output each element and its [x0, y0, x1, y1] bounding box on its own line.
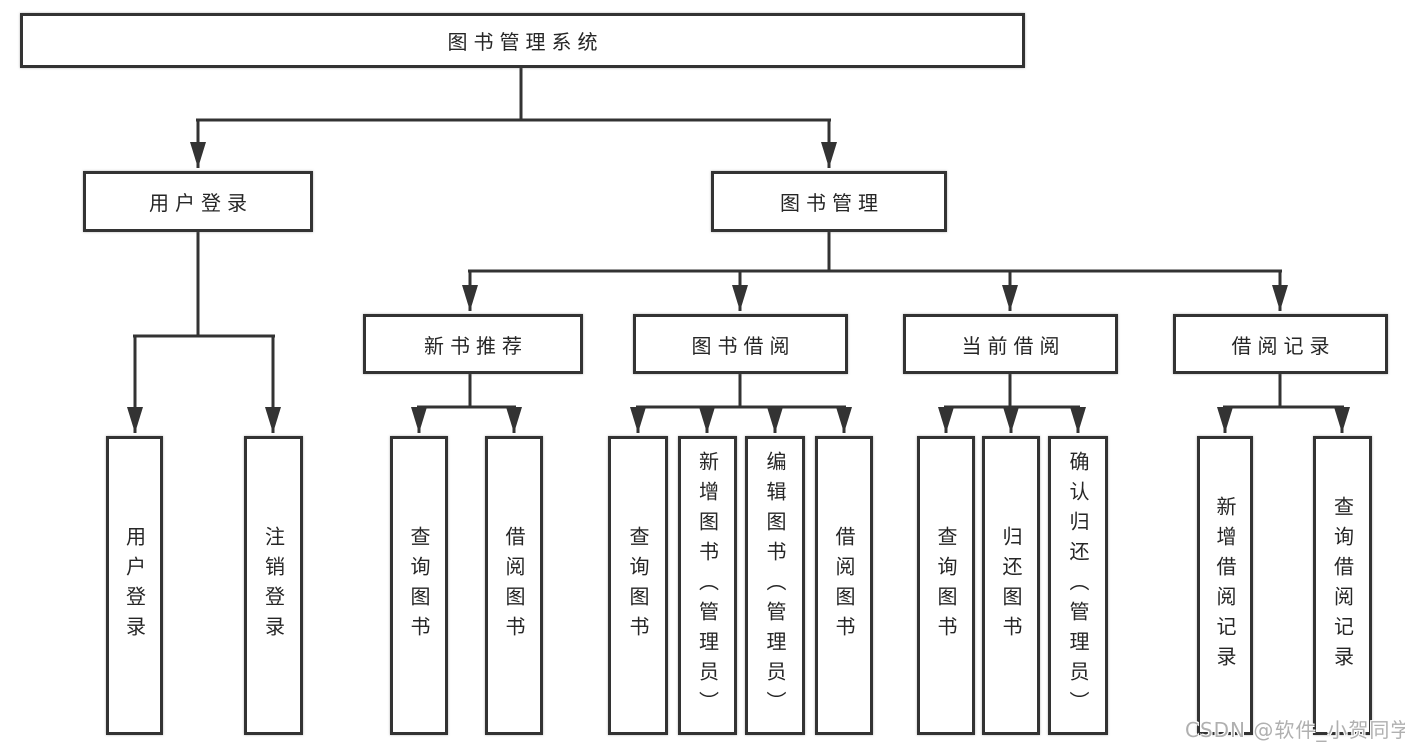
node-library-management-system: 图书管理系统 — [20, 13, 1025, 68]
node-user-login: 用户登录 — [83, 171, 313, 232]
leaf-borrow-books-newbook: 借阅图书 — [485, 436, 543, 735]
node-borrow-records: 借阅记录 — [1173, 314, 1388, 374]
node-current-borrow: 当前借阅 — [903, 314, 1118, 374]
leaf-edit-book-admin: 编辑图书（管理员） — [745, 436, 805, 735]
leaf-confirm-return-admin: 确认归还（管理员） — [1048, 436, 1108, 735]
leaf-return-book: 归还图书 — [982, 436, 1040, 735]
leaf-query-books-newbook: 查询图书 — [390, 436, 448, 735]
leaf-add-book-admin: 新增图书（管理员） — [678, 436, 737, 735]
leaf-borrow-books-borrow: 借阅图书 — [815, 436, 873, 735]
leaf-query-books-borrow: 查询图书 — [608, 436, 668, 735]
leaf-query-books-current: 查询图书 — [917, 436, 975, 735]
node-book-management: 图书管理 — [711, 171, 947, 232]
leaf-query-borrow-record: 查询借阅记录 — [1313, 436, 1372, 735]
node-new-book-recommend: 新书推荐 — [363, 314, 583, 374]
leaf-user-login: 用户登录 — [106, 436, 163, 735]
leaf-logout: 注销登录 — [244, 436, 303, 735]
csdn-watermark: CSDN @软件_小贺同学 — [1185, 718, 1405, 742]
leaf-add-borrow-record: 新增借阅记录 — [1197, 436, 1253, 735]
node-book-borrow: 图书借阅 — [633, 314, 848, 374]
